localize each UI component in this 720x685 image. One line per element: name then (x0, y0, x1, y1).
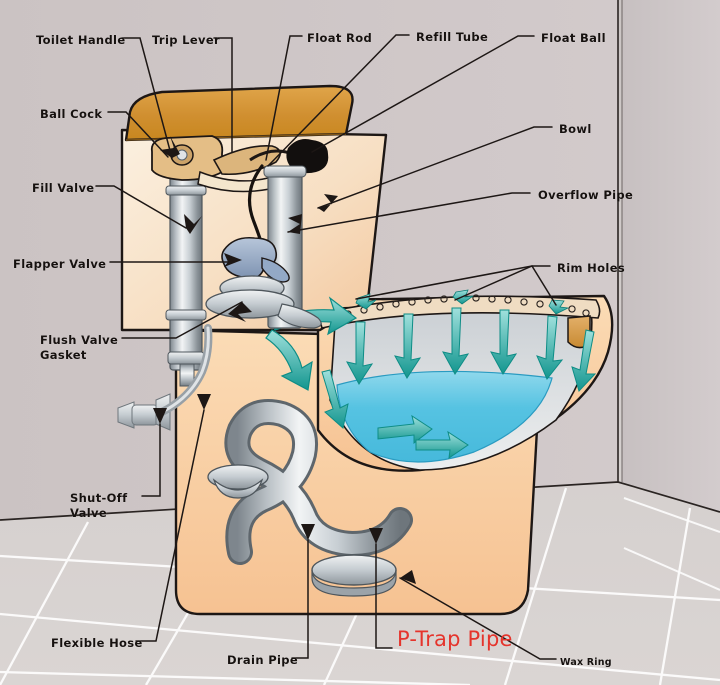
bowl-water (336, 370, 553, 463)
flush-flow-arrows (346, 307, 597, 392)
flush-valve-gasket (205, 289, 295, 319)
leader-float-ball (311, 35, 535, 153)
p-trap-assembly (224, 399, 413, 565)
leader-rim-holes-b (355, 265, 533, 300)
toilet-assembly (117, 84, 614, 616)
bowl-swirl-arrows (321, 369, 469, 460)
label-fill-valve: Fill Valve (32, 181, 95, 195)
closet-flange (207, 464, 269, 490)
leader-lines (95, 34, 557, 660)
label-trip-lever: Trip Lever (152, 33, 221, 47)
fill-valve (165, 169, 207, 387)
label-shut-off-valve: Shut-Off Valve (70, 491, 128, 520)
leader-shut-off (141, 423, 161, 497)
label-p-trap-pipe: P-Trap Pipe (397, 627, 513, 651)
leader-arrowheads (153, 136, 416, 584)
leader-overflow-pipe (287, 192, 531, 233)
leader-ball-cock (107, 111, 169, 158)
label-float-ball: Float Ball (541, 31, 606, 45)
leader-bowl (317, 126, 553, 209)
leader-p-trap (375, 543, 393, 649)
label-float-rod: Float Rod (307, 31, 373, 45)
leader-wax-ring (399, 577, 557, 660)
floor-tiles-right (623, 497, 720, 591)
label-ball-cock: Ball Cock (40, 107, 103, 121)
leader-drain-pipe (291, 539, 309, 659)
label-drain-pipe: Drain Pipe (227, 653, 299, 667)
label-bowl: Bowl (559, 122, 592, 136)
leader-float-rod (265, 35, 303, 161)
label-refill-tube: Refill Tube (416, 30, 489, 44)
leader-fill-valve (95, 185, 187, 229)
label-flexible-hose: Flexible Hose (51, 636, 143, 650)
label-overflow-pipe: Overflow Pipe (538, 188, 634, 202)
tank-lid (124, 84, 354, 142)
flapper-arm (261, 257, 290, 283)
leader-toilet-handle (121, 37, 173, 159)
float-ball (286, 139, 329, 174)
label-wax-ring: Wax Ring (560, 657, 612, 668)
label-flapper-valve: Flapper Valve (13, 257, 107, 271)
right-wall (622, 0, 720, 512)
flush-down-jet (265, 329, 313, 391)
wax-ring (311, 554, 397, 586)
label-rim-holes: Rim Holes (557, 261, 626, 275)
leader-flush-gasket (121, 301, 243, 339)
flush-valve-outlet (277, 303, 322, 329)
label-toilet-handle: Toilet Handle (36, 33, 126, 47)
leader-flexible-hose (135, 409, 205, 642)
label-flush-valve-gasket: Flush Valve Gasket (40, 333, 119, 362)
leader-refill-tube (267, 34, 410, 167)
leader-rim-holes-c (531, 265, 557, 306)
leader-trip-lever (213, 37, 233, 153)
